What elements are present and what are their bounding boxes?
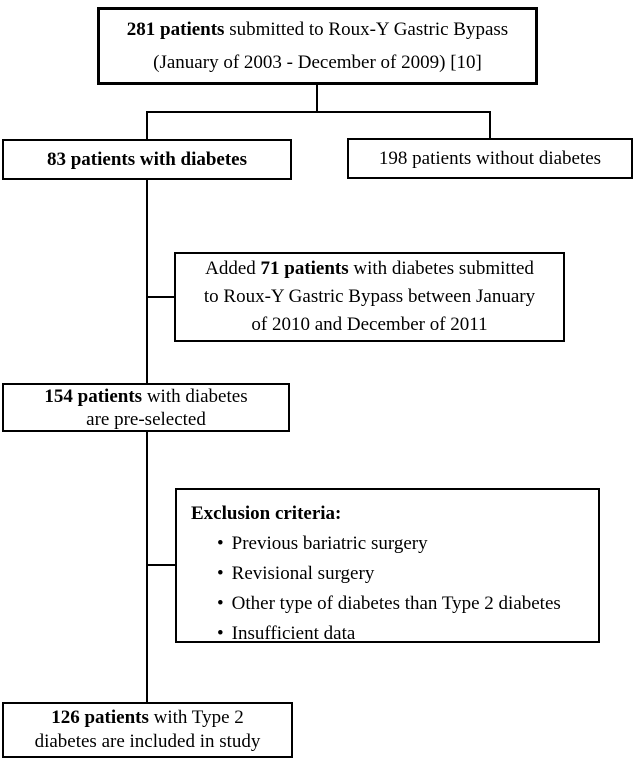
box-exclusion-criteria: Exclusion criteria: • Previous bariatric … (175, 488, 600, 644)
box-without-diabetes: 198 patients without diabetes (347, 138, 633, 179)
preselected-text: with diabetes (142, 385, 248, 407)
total-line-1: 281 patients submitted to Roux-Y Gastric… (127, 13, 508, 46)
connector-total-down (316, 85, 318, 113)
connector-branch-exclusion (147, 564, 176, 566)
added-post: with diabetes submitted (348, 258, 534, 279)
total-text: submitted to Roux-Y Gastric Bypass (224, 19, 509, 40)
connector-drop-diabetes (146, 111, 148, 139)
exclusion-item-text: Other type of diabetes than Type 2 diabe… (231, 593, 561, 614)
added-line-2: to Roux-Y Gastric Bypass between January (203, 286, 536, 307)
connector-split-horizontal (146, 111, 491, 113)
added-count: 71 patients (260, 258, 349, 279)
exclusion-item: • Revisional surgery (217, 559, 374, 589)
bullet-icon: • (217, 563, 224, 584)
included-line-2: diabetes are included in study (34, 731, 261, 752)
included-count: 126 patients (51, 707, 149, 728)
preselected-count: 154 patients (44, 385, 143, 407)
exclusion-title: Exclusion criteria: (191, 503, 342, 524)
connector-trunk-lower (146, 430, 148, 702)
bullet-icon: • (217, 533, 224, 554)
connector-drop-no-diabetes (489, 111, 491, 138)
exclusion-item-text: Revisional surgery (231, 563, 375, 584)
box-included: 126 patients with Type 2 diabetes are in… (2, 702, 293, 758)
added-line-3: of 2010 and December of 2011 (251, 314, 488, 335)
exclusion-item-text: Insufficient data (231, 623, 356, 644)
exclusion-item: • Insufficient data (217, 619, 355, 649)
total-count: 281 patients (126, 19, 225, 40)
added-line-1: Added 71 patients with diabetes submitte… (205, 255, 534, 283)
exclusion-item-text: Previous bariatric surgery (231, 533, 428, 554)
preselected-line-1: 154 patients with diabetes (44, 385, 247, 408)
connector-branch-added (147, 296, 175, 298)
exclusion-item: • Previous bariatric surgery (217, 529, 428, 559)
included-line-1: 126 patients with Type 2 (51, 706, 244, 730)
box-with-diabetes: 83 patients with diabetes (2, 139, 292, 180)
box-total-patients: 281 patients submitted to Roux-Y Gastric… (97, 7, 538, 85)
added-pre: Added (205, 258, 261, 279)
box-added-patients: Added 71 patients with diabetes submitte… (174, 252, 565, 342)
connector-trunk-upper (146, 178, 148, 383)
box-preselected: 154 patients with diabetes are pre-selec… (2, 383, 290, 432)
total-line-2: (January of 2003 - December of 2009) [10… (153, 52, 482, 73)
included-text: with Type 2 (148, 707, 244, 728)
exclusion-item: • Other type of diabetes than Type 2 diab… (217, 589, 561, 619)
with-diabetes-label: 83 patients with diabetes (46, 148, 248, 170)
preselected-line-2: are pre-selected (86, 408, 206, 430)
without-diabetes-label: 198 patients without diabetes (378, 147, 602, 169)
bullet-icon: • (217, 593, 224, 614)
bullet-icon: • (217, 623, 224, 644)
